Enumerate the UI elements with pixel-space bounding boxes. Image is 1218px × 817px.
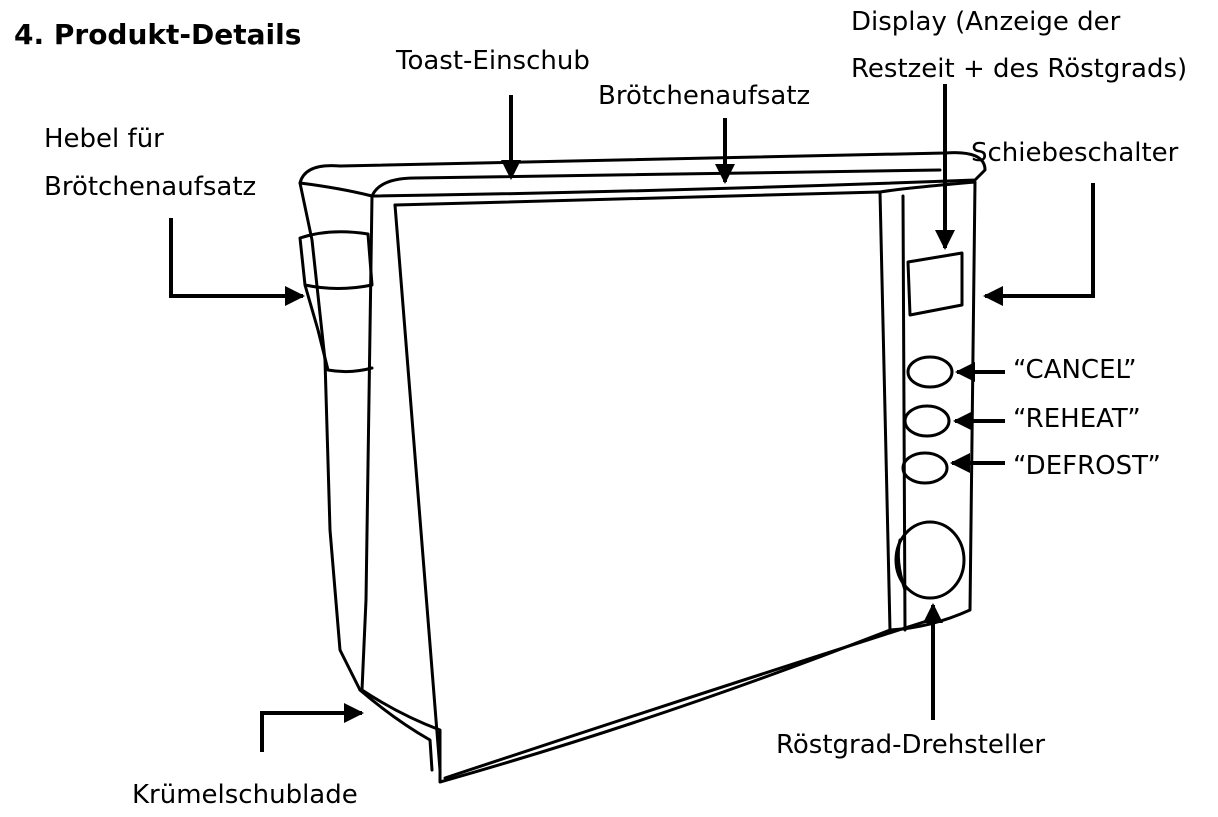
label-slide-switch: Schiebeschalter: [971, 138, 1179, 168]
label-browning-dial: Röstgrad-Drehsteller: [776, 730, 1046, 760]
label-defrost: “DEFROST”: [1013, 451, 1161, 481]
page-title: 4. Produkt-Details: [14, 18, 302, 51]
label-crumb-tray: Krümelschublade: [132, 780, 358, 810]
label-cancel: “CANCEL”: [1013, 355, 1137, 385]
label-bun-rack: Brötchenaufsatz: [598, 81, 811, 111]
label-lever-line2: Brötchenaufsatz: [44, 172, 257, 202]
label-toast-slot: Toast-Einschub: [396, 46, 590, 76]
label-reheat: “REHEAT”: [1013, 404, 1141, 434]
label-lever-line1: Hebel für: [44, 124, 164, 154]
label-display-line2: Restzeit + des Röstgrads): [851, 54, 1188, 84]
label-display-line1: Display (Anzeige der: [851, 7, 1121, 37]
